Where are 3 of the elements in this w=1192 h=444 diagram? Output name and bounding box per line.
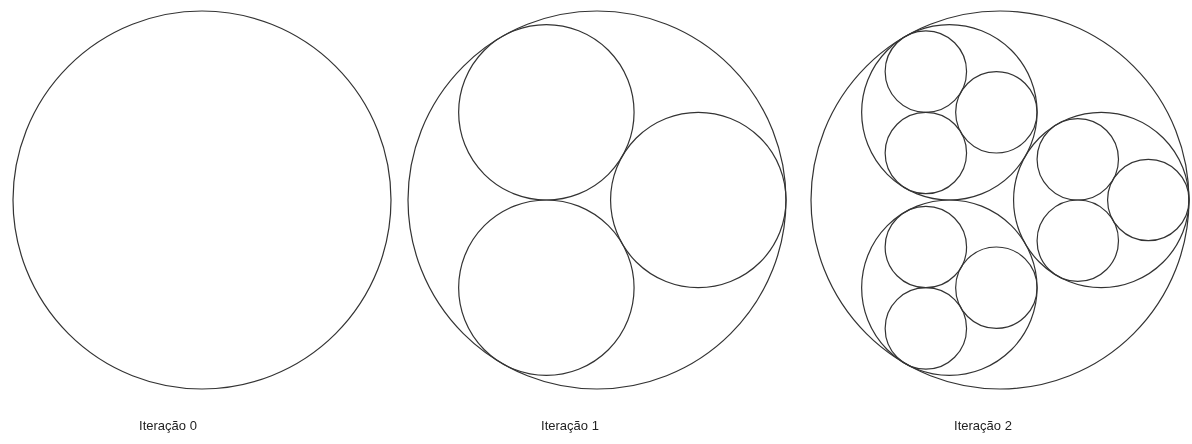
iteration-caption: Iteração 0 — [139, 418, 197, 433]
iteration-caption: Iteração 1 — [541, 418, 599, 433]
iteration-caption: Iteração 2 — [954, 418, 1012, 433]
